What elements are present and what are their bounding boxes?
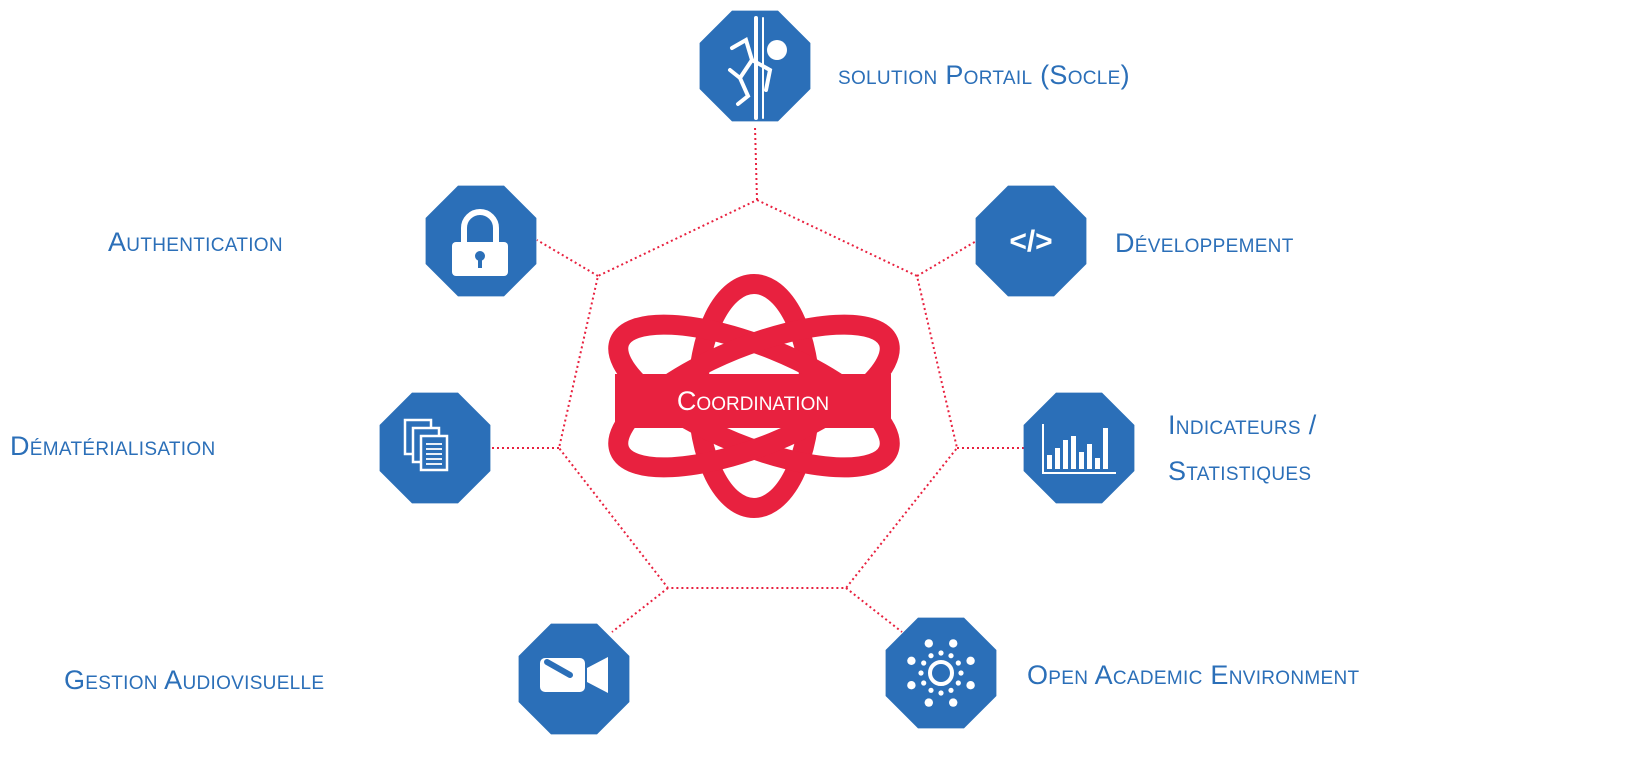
portal-figure-icon xyxy=(728,16,787,120)
label-audiovisuel: Gestion Audiovisuelle xyxy=(64,665,325,695)
padlock-icon xyxy=(452,209,508,276)
node-octagon-stats xyxy=(1023,392,1135,504)
label-indicateurs: Indicateurs / xyxy=(1168,410,1317,440)
connectors xyxy=(491,126,1024,633)
dots-circle-icon xyxy=(907,639,975,707)
video-camera-icon xyxy=(540,657,608,693)
svg-text:</>: </> xyxy=(1009,225,1052,258)
label-developpement: Développement xyxy=(1115,228,1294,258)
connector-oae xyxy=(845,587,903,633)
documents-stack-icon xyxy=(403,418,449,472)
label-portail: solution Portail (Socle) xyxy=(838,60,1130,90)
label-oae: Open Academic Environment xyxy=(1027,660,1360,690)
atom-logo xyxy=(608,274,900,518)
label-auth: Authentication xyxy=(108,227,283,257)
center-heptagon xyxy=(557,198,959,589)
bar-chart-icon xyxy=(1042,424,1116,474)
label-statistiques: Statistiques xyxy=(1168,456,1312,486)
code-tag-icon: </> xyxy=(1009,225,1052,258)
connector-portail xyxy=(754,126,758,201)
center-label-box xyxy=(615,374,891,428)
connector-av xyxy=(611,587,669,633)
label-demat: Dématérialisation xyxy=(10,431,216,461)
node-octagon-dev xyxy=(975,185,1087,297)
node-octagon-auth xyxy=(425,185,537,297)
connector-dev xyxy=(916,239,979,277)
node-octagon-oae xyxy=(885,617,997,729)
connector-auth xyxy=(536,239,599,277)
center-label: Coordination xyxy=(676,386,830,416)
